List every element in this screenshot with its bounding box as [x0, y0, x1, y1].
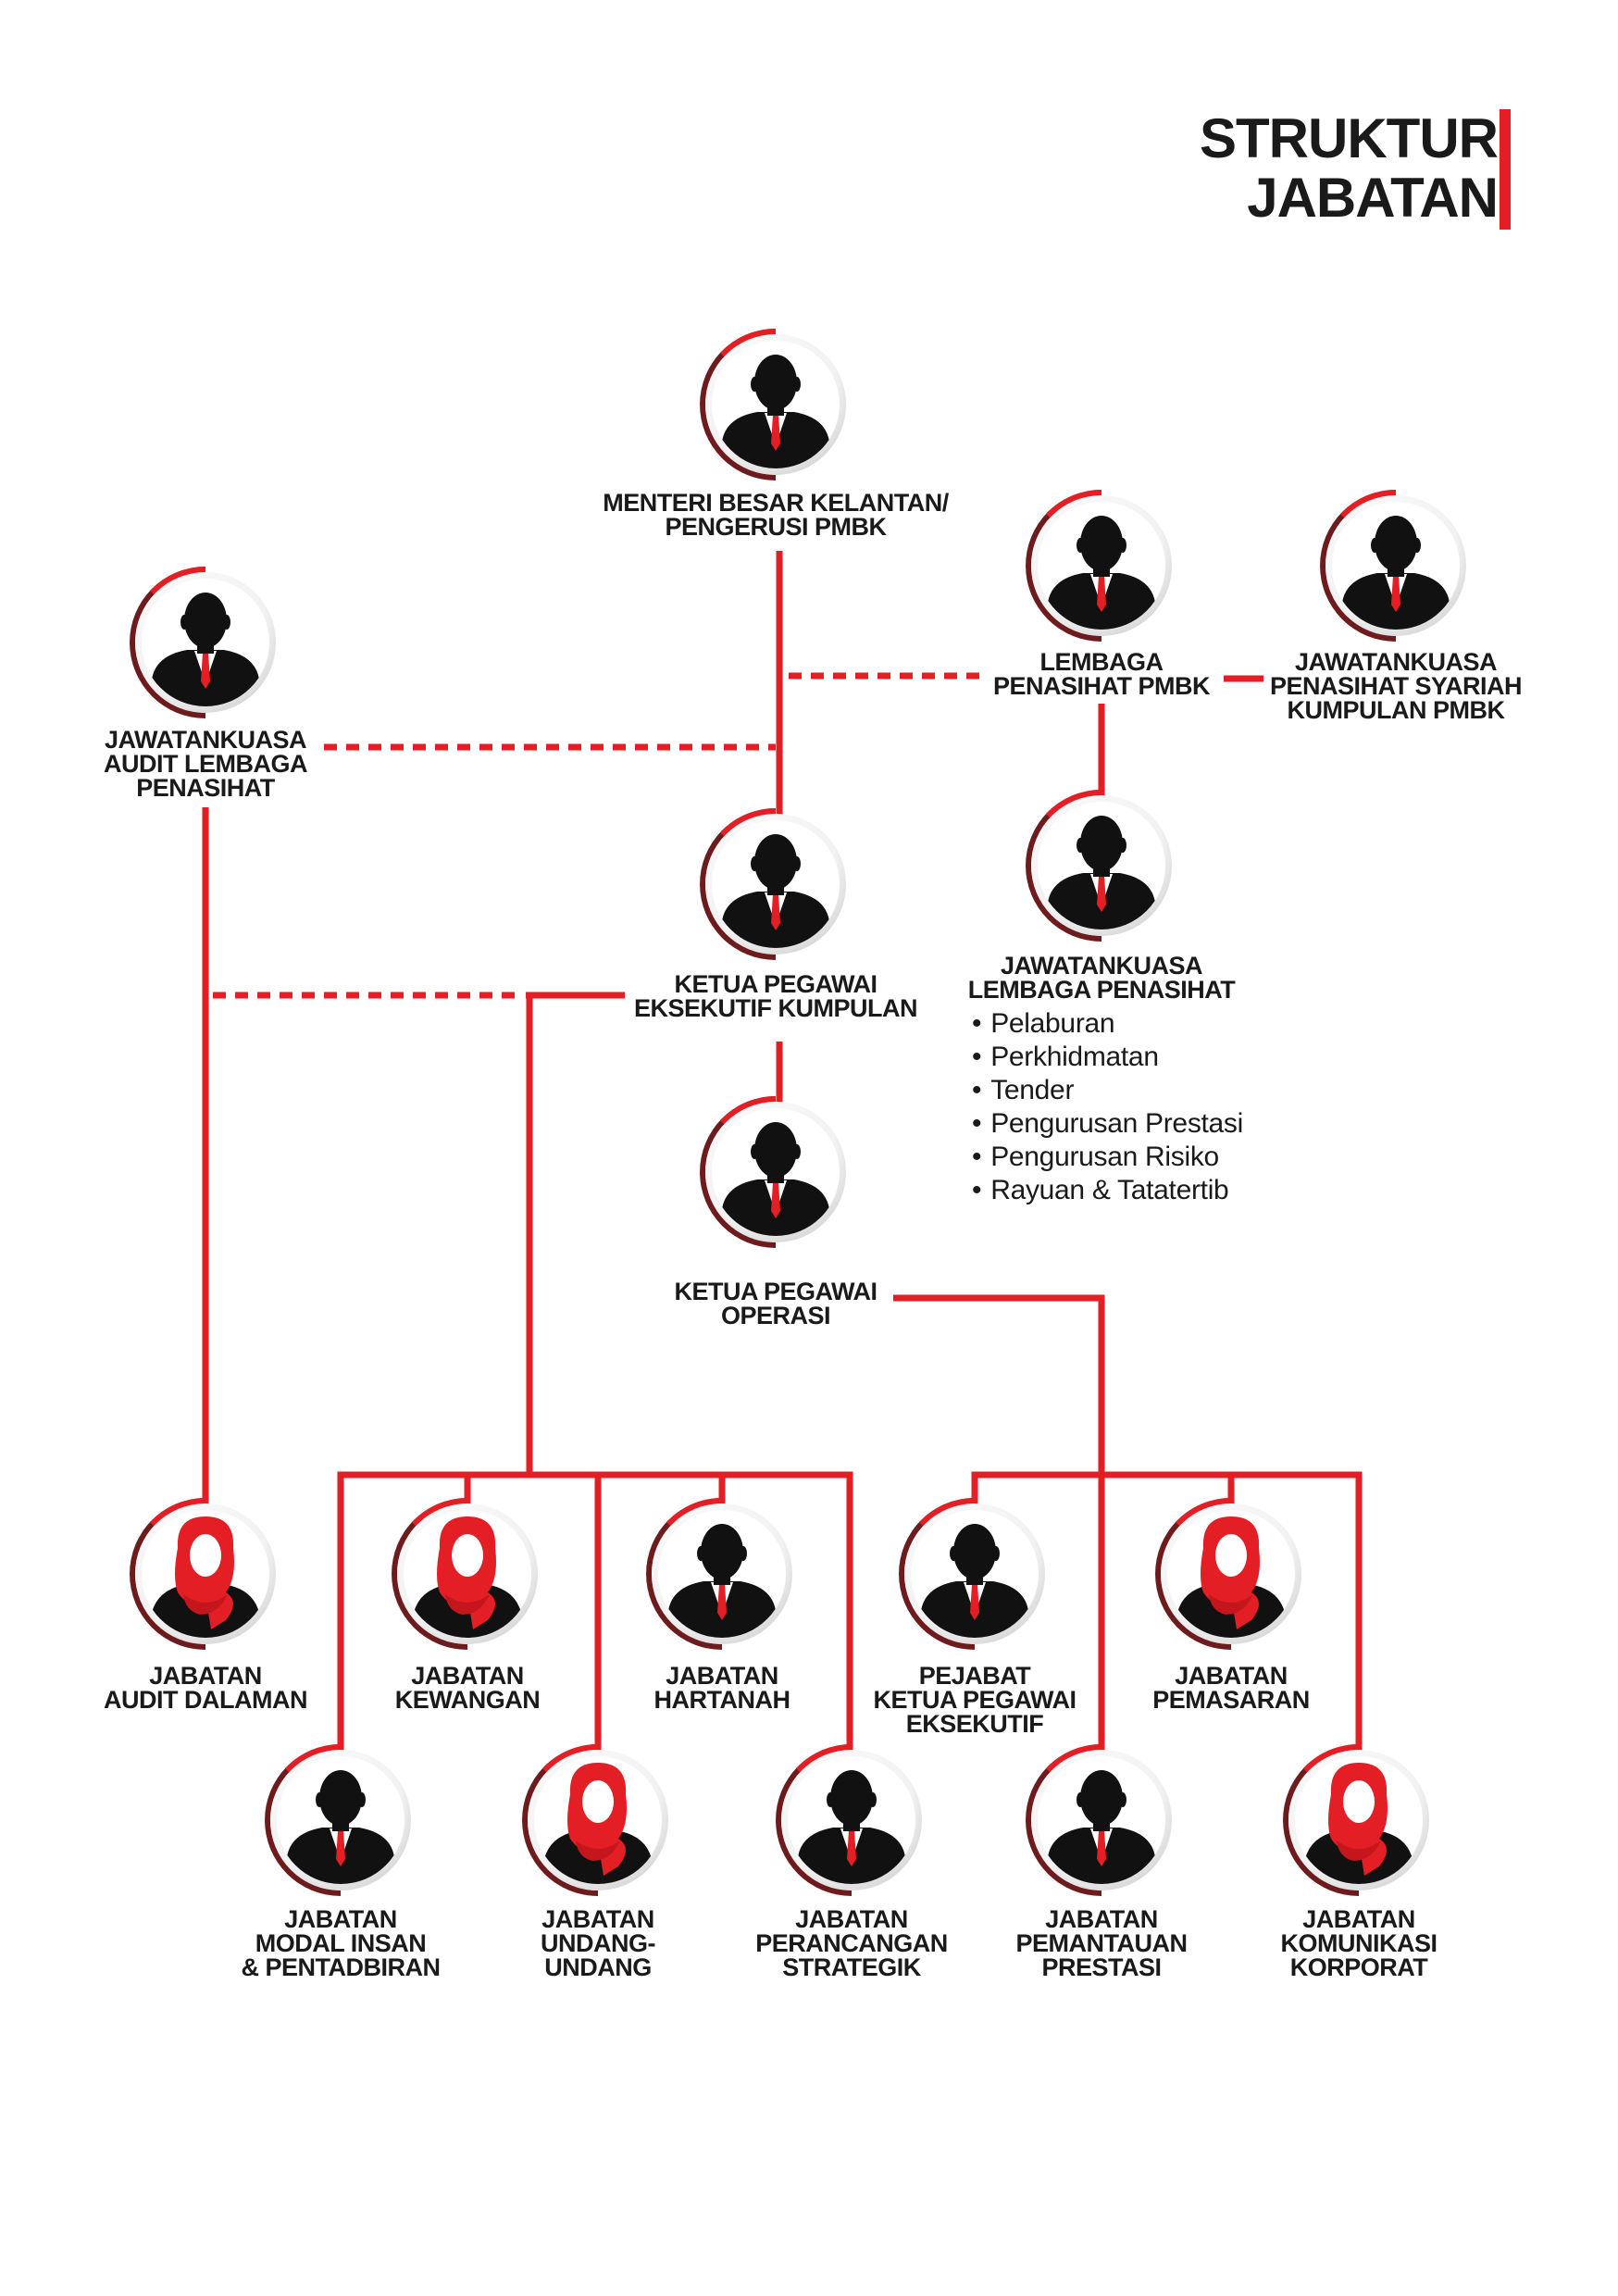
avatar-strategik	[776, 1744, 922, 1896]
line-coo-bus	[971, 1471, 1363, 1757]
avatar-jk-lembaga	[1026, 789, 1172, 942]
page-title: STRUKTUR JABATAN	[1200, 107, 1499, 229]
label-line: JABATAN	[541, 1905, 654, 1933]
label-line: PENASIHAT SYARIAH	[1269, 672, 1523, 700]
avatar-syariah	[1320, 489, 1466, 642]
label-line: UNDANG	[544, 1953, 652, 1981]
label-line: EKSEKUTIF KUMPULAN	[634, 994, 918, 1022]
label-line: KETUA PEGAWAI	[873, 1686, 1077, 1714]
title-line-1: STRUKTUR	[1200, 107, 1499, 169]
avatar-audit-dalaman	[130, 1498, 276, 1650]
avatar-komunikasi	[1283, 1744, 1429, 1896]
label-line: JABATAN	[149, 1662, 262, 1690]
avatar-modal-insan	[265, 1744, 411, 1896]
title-line-2: JABATAN	[1247, 167, 1499, 229]
label-line: PERANCANGAN	[755, 1929, 948, 1957]
label-line: PEMANTAUAN	[1015, 1929, 1189, 1957]
avatar-pejabat-ceo	[899, 1498, 1045, 1650]
avatar-undang	[522, 1744, 668, 1896]
label-line: PENASIHAT PMBK	[992, 672, 1211, 700]
label-line: MENTERI BESAR KELANTAN/	[603, 489, 949, 517]
label-line: JABATAN	[666, 1662, 778, 1690]
label-line: KEWANGAN	[394, 1686, 541, 1714]
committee-list: Pelaburan Perkhidmatan Tender Pengurusan…	[972, 1007, 1243, 1207]
label-line: AUDIT DALAMAN	[104, 1686, 307, 1714]
label-line: JAWATANKUASA	[1000, 952, 1203, 980]
label-line: JABATAN	[1302, 1905, 1415, 1933]
label-line: AUDIT LEMBAGA	[104, 750, 307, 778]
label-line: JABATAN	[1045, 1905, 1158, 1933]
label-line: KETUA PEGAWAI	[674, 1278, 877, 1305]
committee-item: Tender	[972, 1074, 1243, 1107]
label-line: KETUA PEGAWAI	[674, 970, 877, 998]
label-line: KOMUNIKASI	[1280, 1929, 1438, 1957]
label-line: MODAL INSAN	[255, 1929, 427, 1957]
label-line: JABATAN	[1175, 1662, 1288, 1690]
committee-item: Pengurusan Prestasi	[972, 1107, 1243, 1141]
avatar-menteri	[700, 328, 846, 480]
label-line: & PENTADBIRAN	[241, 1953, 442, 1981]
label-line: JAWATANKUASA	[1294, 648, 1498, 676]
label-line: KORPORAT	[1289, 1953, 1428, 1981]
committee-item: Pelaburan	[972, 1007, 1243, 1041]
avatar-kewangan	[392, 1498, 538, 1650]
label-menteri: MENTERI BESAR KELANTAN/PENGERUSI PMBK	[603, 489, 949, 541]
label-line: HARTANAH	[653, 1686, 790, 1714]
label-line: JAWATANKUASA	[104, 726, 307, 754]
avatars	[130, 328, 1466, 1896]
label-line: JABATAN	[411, 1662, 524, 1690]
label-line: PEMASARAN	[1152, 1686, 1310, 1714]
committee-item: Perkhidmatan	[972, 1041, 1243, 1074]
label-line: OPERASI	[720, 1302, 831, 1329]
label-line: PRESTASI	[1041, 1953, 1162, 1981]
line-coo-to-bus	[893, 1294, 1105, 1475]
committee-item: Pengurusan Risiko	[972, 1141, 1243, 1174]
label-line: PENGERUSI PMBK	[665, 513, 887, 541]
label-line: UNDANG-	[541, 1929, 656, 1957]
avatar-ceo	[700, 807, 846, 960]
avatar-coo	[700, 1096, 846, 1248]
avatar-pemasaran	[1155, 1498, 1301, 1650]
avatar-audit-lembaga	[130, 566, 276, 718]
avatar-lembaga	[1026, 489, 1172, 642]
label-line: LEMBAGA PENASIHAT	[967, 976, 1236, 1004]
label-line: PEJABAT	[918, 1662, 1031, 1690]
label-line: EKSEKUTIF	[905, 1710, 1044, 1738]
avatar-pemantauan	[1026, 1744, 1172, 1896]
label-line: JABATAN	[284, 1905, 397, 1933]
label-line: KUMPULAN PMBK	[1287, 696, 1505, 724]
title-accent-bar	[1500, 109, 1511, 230]
label-line: STRATEGIK	[782, 1953, 921, 1981]
label-line: PENASIHAT	[136, 774, 275, 802]
label-line: JABATAN	[795, 1905, 908, 1933]
avatar-hartanah	[646, 1498, 792, 1650]
connector-lines	[202, 551, 1363, 1757]
label-line: LEMBAGA	[1039, 648, 1164, 676]
committee-item: Rayuan & Tatatertib	[972, 1174, 1243, 1207]
